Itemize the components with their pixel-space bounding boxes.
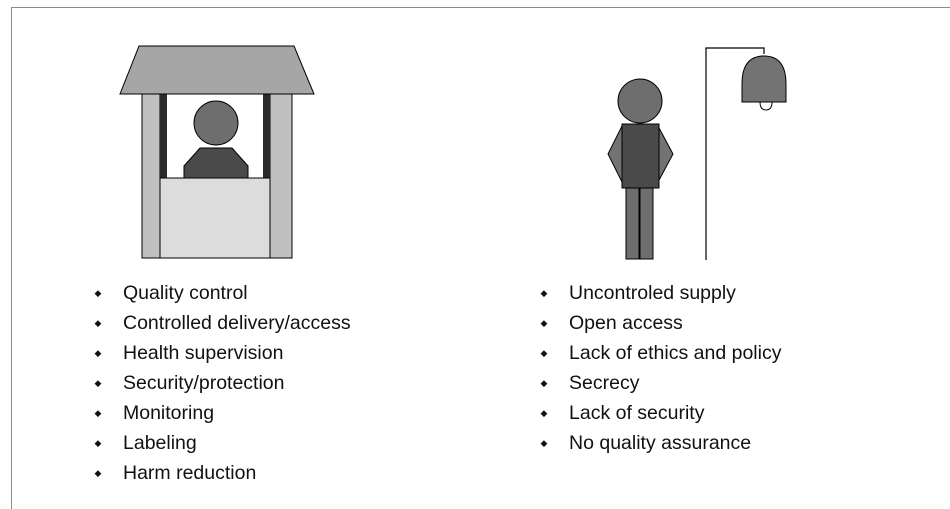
- person-torso: [621, 123, 660, 189]
- list-item: ◆Lack of security: [538, 400, 781, 430]
- bullet-diamond-icon: ◆: [94, 468, 102, 478]
- kiosk-left-post: [141, 93, 161, 259]
- list-item: ◆Harm reduction: [92, 460, 351, 490]
- kiosk-right-bar: [263, 94, 270, 178]
- bullet-diamond-icon: ◆: [540, 288, 548, 298]
- bullet-diamond-icon: ◆: [94, 318, 102, 328]
- bullet-diamond-icon: ◆: [94, 438, 102, 448]
- person-right-arm: [657, 125, 674, 183]
- bullet-diamond-icon: ◆: [540, 378, 548, 388]
- list-item: ◆Secrecy: [538, 370, 781, 400]
- bullet-diamond-icon: ◆: [540, 318, 548, 328]
- bullet-diamond-icon: ◆: [94, 408, 102, 418]
- street-dealer-with-lamp-icon: [607, 47, 787, 260]
- bullet-diamond-icon: ◆: [94, 288, 102, 298]
- kiosk-vendor-icon: [119, 45, 315, 259]
- list-item: ◆Controlled delivery/access: [92, 310, 351, 340]
- kiosk-right-post: [269, 93, 293, 259]
- bell-icon: [741, 55, 787, 103]
- list-item: ◆Monitoring: [92, 400, 351, 430]
- vendor-body: [183, 147, 249, 179]
- bullet-diamond-icon: ◆: [540, 408, 548, 418]
- regulated-market-list: ◆Quality control ◆Controlled delivery/ac…: [92, 280, 351, 490]
- list-item: ◆Health supervision: [92, 340, 351, 370]
- bell-clapper: [759, 101, 773, 111]
- list-item: ◆Labeling: [92, 430, 351, 460]
- person-right-leg: [639, 186, 654, 260]
- list-item: ◆Lack of ethics and policy: [538, 340, 782, 370]
- list-item: ◆Quality control: [92, 280, 351, 310]
- vendor-head: [193, 100, 239, 146]
- list-item: ◆Uncontroled supply: [538, 280, 781, 310]
- person-head: [617, 78, 663, 124]
- diagram-frame: [11, 7, 950, 509]
- street-market-list: ◆Uncontroled supply ◆Open access ◆Lack o…: [538, 280, 782, 460]
- list-item: ◆No quality assurance: [538, 430, 781, 460]
- list-item: ◆Security/protection: [92, 370, 351, 400]
- lamp-pole: [705, 47, 765, 260]
- list-item: ◆Open access: [538, 310, 781, 340]
- bullet-diamond-icon: ◆: [94, 348, 102, 358]
- kiosk-left-bar: [160, 94, 167, 178]
- bullet-diamond-icon: ◆: [540, 348, 548, 358]
- bullet-diamond-icon: ◆: [540, 438, 548, 448]
- kiosk-counter: [159, 177, 271, 259]
- person-left-leg: [625, 186, 640, 260]
- kiosk-roof: [119, 45, 315, 95]
- person-left-arm: [607, 125, 623, 183]
- bullet-diamond-icon: ◆: [94, 378, 102, 388]
